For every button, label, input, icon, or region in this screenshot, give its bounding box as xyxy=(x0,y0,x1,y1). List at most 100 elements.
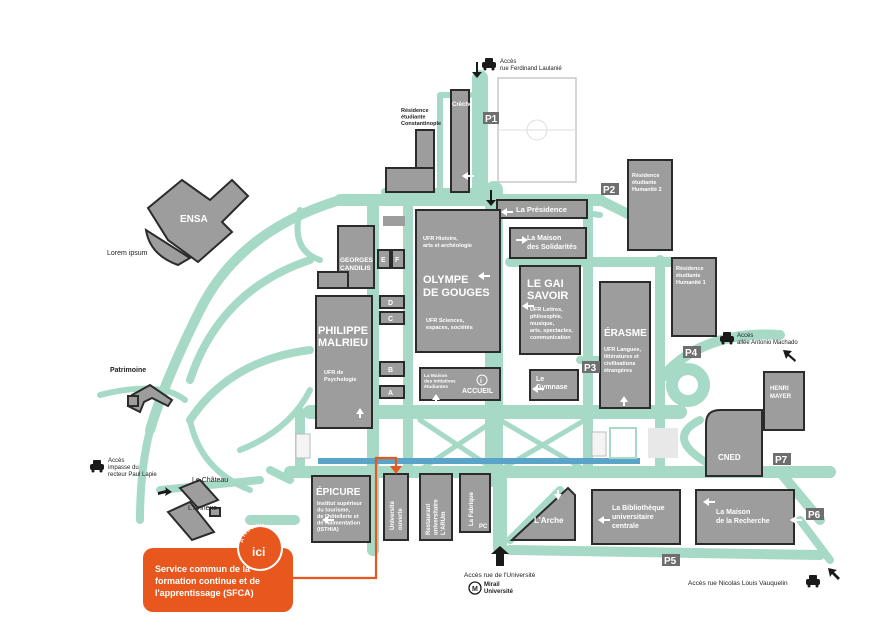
car-icon xyxy=(482,58,496,71)
metro-icon xyxy=(468,581,482,595)
gai-savoir-sub-label: UFR Lettres,philosophie,musique,arts, sp… xyxy=(530,307,573,341)
bibliotheque-building[interactable] xyxy=(591,489,681,545)
lorem-label: Lorem ipsum xyxy=(107,250,148,257)
creche-label: Crèche xyxy=(452,102,473,108)
building-b[interactable] xyxy=(379,361,405,377)
philippe-malrieu-building[interactable] xyxy=(315,295,373,429)
universite-ouverte-building[interactable] xyxy=(383,473,409,541)
chateau-building[interactable] xyxy=(178,478,220,510)
ensa-building[interactable] xyxy=(146,178,250,264)
residence-humanite2-building[interactable] xyxy=(627,159,673,251)
cned-label: CNED xyxy=(718,453,741,462)
building-f-label: F xyxy=(395,257,400,264)
arrow-icon xyxy=(783,350,796,362)
maison-recherche-building[interactable] xyxy=(695,489,795,545)
parking-p4[interactable]: P4 xyxy=(683,346,701,359)
svg-text:P6: P6 xyxy=(808,510,821,521)
fabrique-building[interactable] xyxy=(459,473,491,533)
olympe-sub2-label: UFR Sciences,espaces, sociétés xyxy=(426,318,473,331)
residence-humanite1-building[interactable] xyxy=(671,257,717,337)
arrow-down-icon xyxy=(486,190,496,206)
arche-label: L'Arche xyxy=(534,516,564,525)
parking-p7[interactable]: P7 xyxy=(773,453,791,466)
building-a[interactable] xyxy=(379,385,405,399)
arche-building[interactable] xyxy=(509,486,576,541)
buildings-layer xyxy=(126,89,805,545)
ensa-label: ENSA xyxy=(180,214,208,225)
building-c[interactable] xyxy=(379,311,405,325)
parking-p5[interactable]: P5 xyxy=(662,554,680,567)
parking-p2[interactable]: P2 xyxy=(601,183,619,196)
access-southeast-label: Accès rue Nicolas Louis Vauquelin xyxy=(688,580,788,587)
svg-text:P3: P3 xyxy=(584,363,597,374)
svg-text:P2: P2 xyxy=(603,185,616,196)
arrow-up-icon xyxy=(491,546,509,566)
annexe-building[interactable] xyxy=(166,500,216,542)
parking-p1[interactable]: P1 xyxy=(483,112,499,125)
entrance-arrows xyxy=(322,172,802,524)
parking-p3[interactable]: P3 xyxy=(582,361,600,374)
chateau-label: Le Château xyxy=(192,477,228,484)
tennis-court xyxy=(609,427,637,459)
cned-building[interactable] xyxy=(705,409,763,477)
info-icon: i xyxy=(480,378,482,385)
callout-leader-line xyxy=(290,456,398,580)
annexe-label: L'Annexe xyxy=(188,505,217,512)
parking-tags: P1 P2 P3 P4 P5 P6 P7 xyxy=(483,112,824,567)
epicure-building[interactable] xyxy=(311,475,371,543)
building-d[interactable] xyxy=(379,295,405,309)
building-f[interactable] xyxy=(391,249,405,269)
ici-badge xyxy=(237,525,283,571)
gai-savoir-building[interactable] xyxy=(519,265,581,355)
arrow-down-icon xyxy=(472,62,482,78)
fabrique-label: La Fabrique xyxy=(469,491,475,526)
arrow-icon xyxy=(158,487,172,496)
epicure-title-label: ÉPICURE xyxy=(316,485,361,498)
building-e-label: E xyxy=(381,257,386,264)
building-c-label: C xyxy=(388,316,393,323)
maison-initiatives-accueil-building[interactable] xyxy=(419,367,501,401)
maison-solidarites-building[interactable] xyxy=(509,227,587,259)
patrimoine-label: Patrimoine xyxy=(110,367,146,374)
arrow-down-icon xyxy=(390,466,402,474)
metro-symbol: M xyxy=(472,586,478,593)
building-d-label: D xyxy=(388,300,393,307)
car-icon xyxy=(90,460,104,473)
car-icon xyxy=(806,575,820,588)
ici-label: ici xyxy=(252,545,265,559)
olympe-de-gouges-building[interactable] xyxy=(415,209,501,353)
svg-text:P5: P5 xyxy=(664,556,677,567)
arum-building[interactable] xyxy=(419,473,453,541)
building-e[interactable] xyxy=(377,249,391,269)
erasme-building[interactable] xyxy=(599,281,651,409)
henri-mayer-building[interactable] xyxy=(763,371,805,431)
pc-label: PC xyxy=(479,524,488,530)
olympe-sub1-label: UFR Histoire,arts et archéologie xyxy=(423,236,472,249)
water-canal xyxy=(318,458,640,464)
access-southeast[interactable]: Accès rue Nicolas Louis Vauquelin xyxy=(688,568,840,588)
building-a-label: A xyxy=(388,390,393,397)
car-icon xyxy=(720,332,734,345)
parking-p6[interactable]: P6 xyxy=(806,508,824,521)
